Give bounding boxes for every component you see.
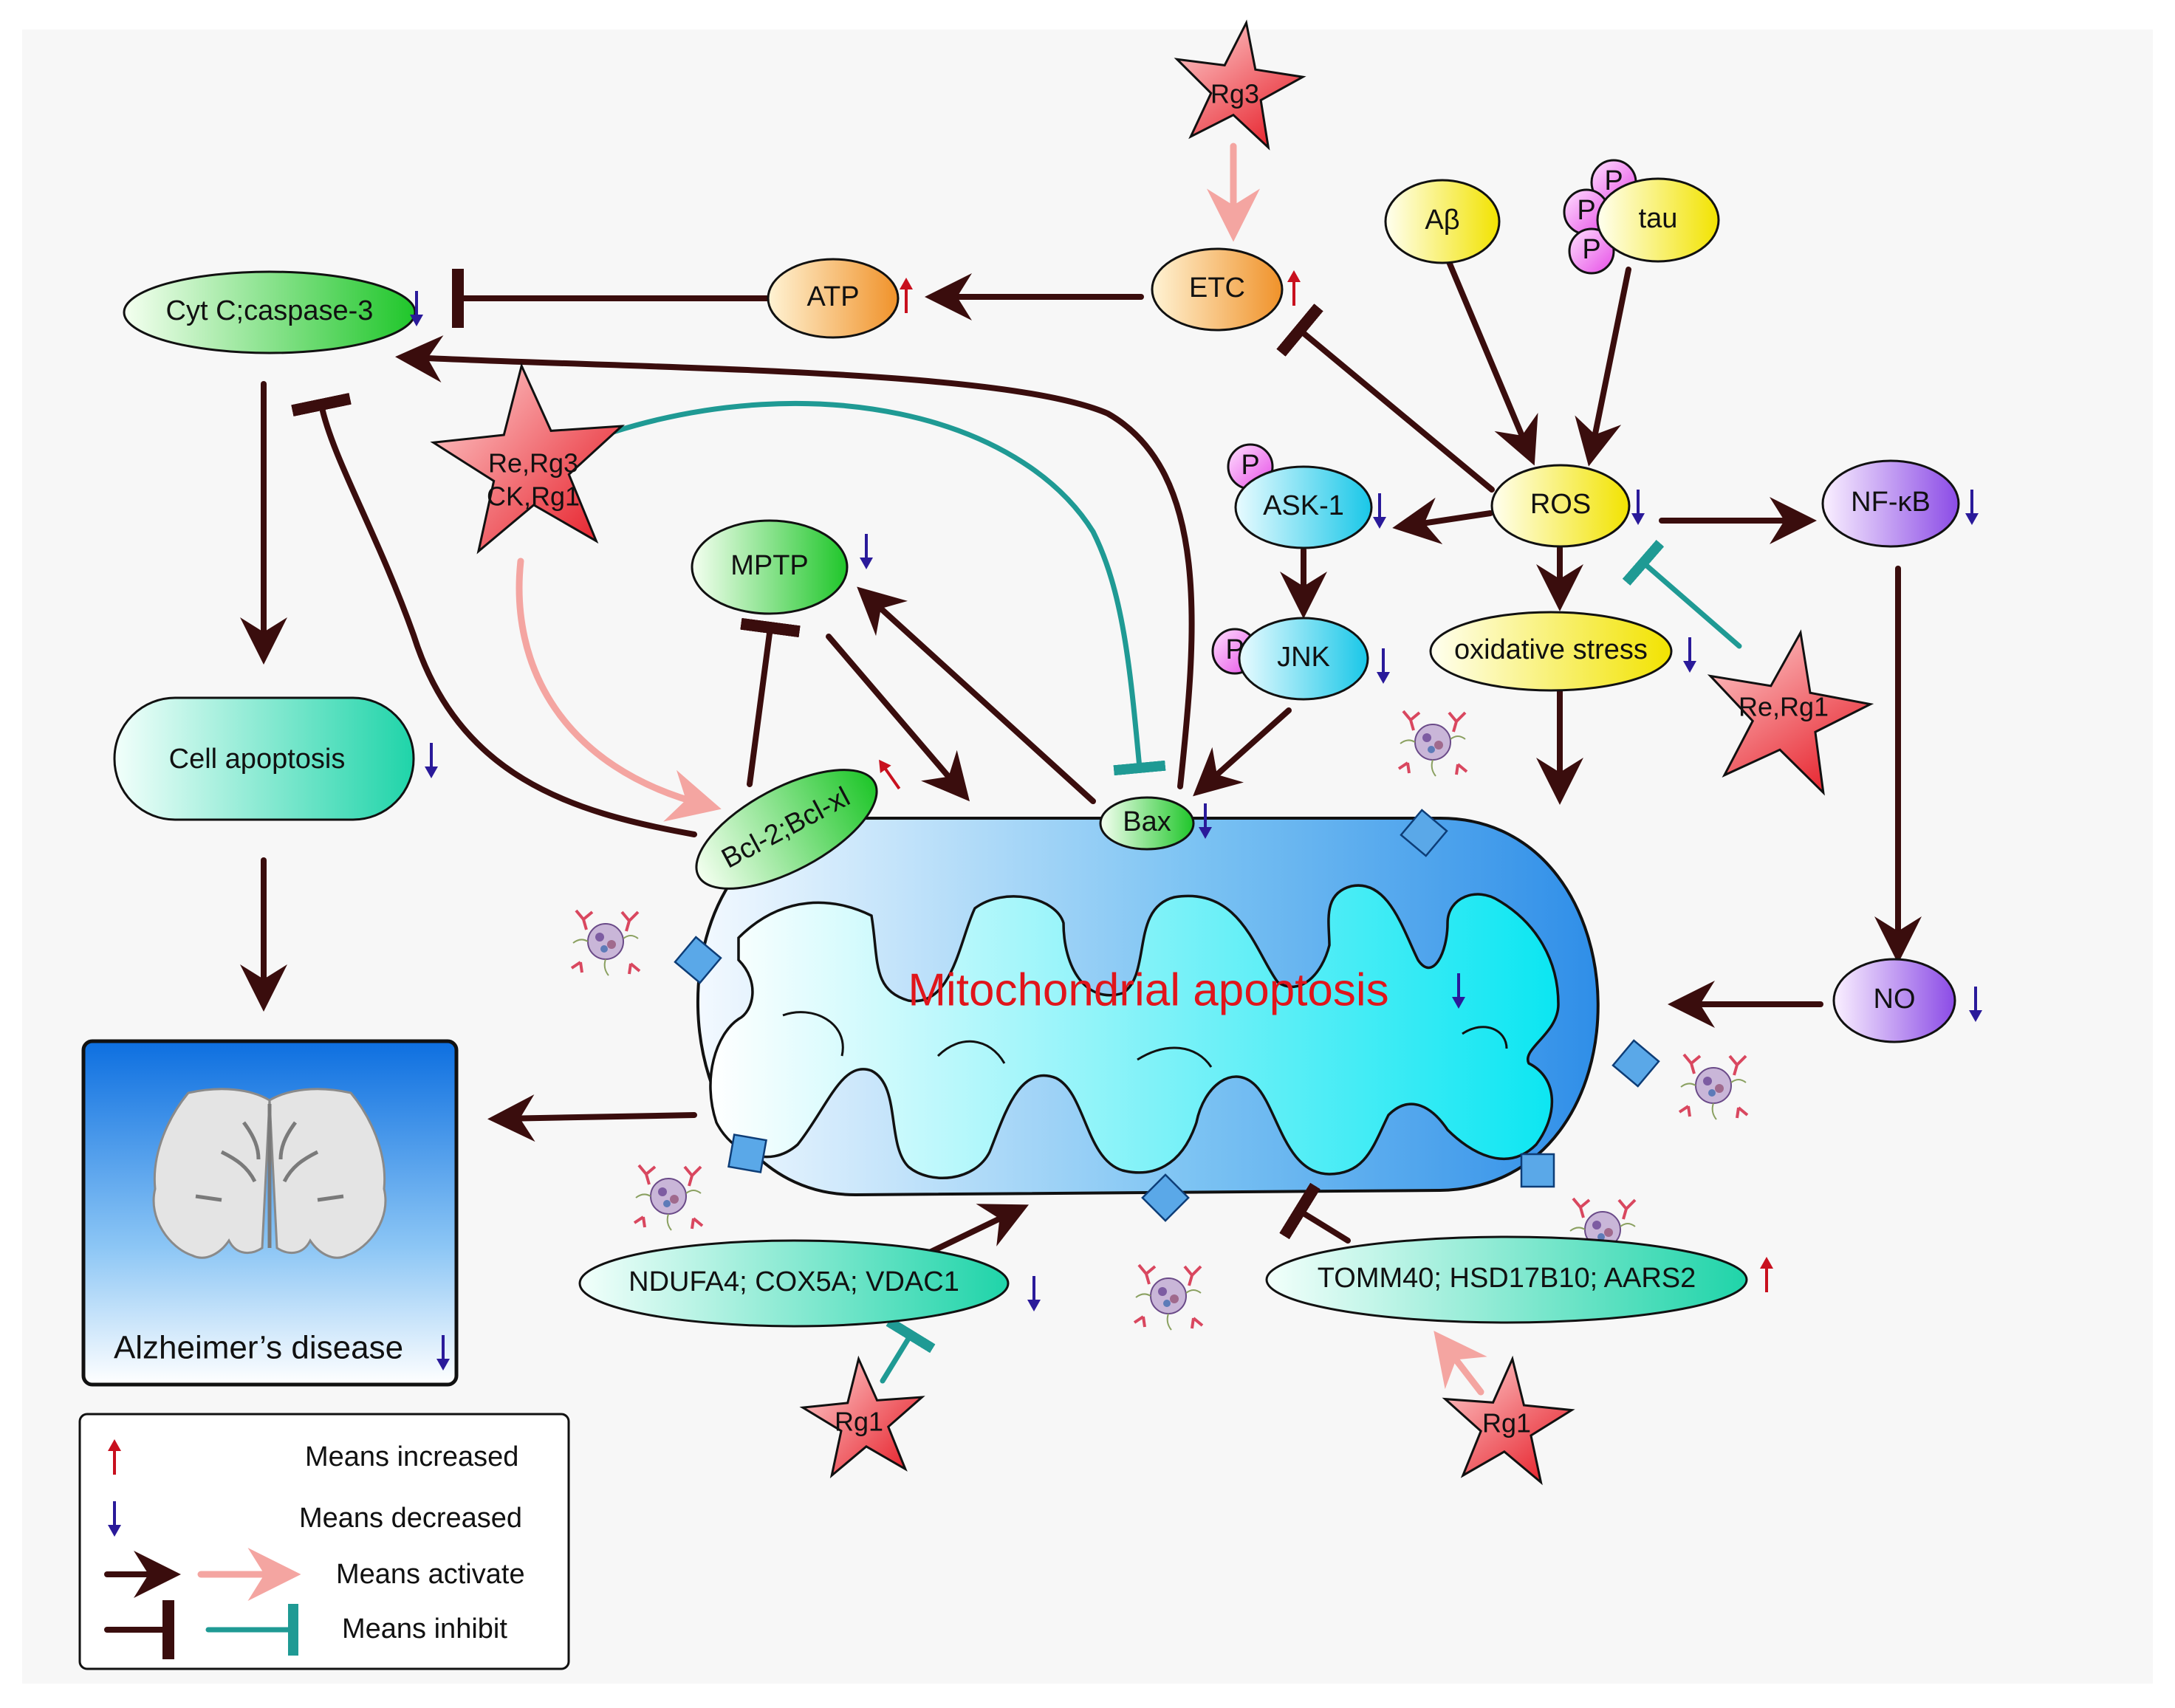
- crista: [782, 1011, 844, 1057]
- etc-label: ETC: [1189, 272, 1245, 303]
- jnk-node: P JNK: [1211, 617, 1369, 701]
- ginsenoside-stars: Rg3 Re,Rg3 CK,Rg1 Re,Rg1 Rg1 Rg1: [430, 19, 1874, 1486]
- connections: [240, 143, 1922, 1396]
- rg1-right-star: [1442, 1355, 1575, 1486]
- ndufa4-cox5a-vdac1-node: NDUFA4; COX5A; VDAC1: [578, 1239, 1010, 1328]
- cell-apoptosis-label: Cell apoptosis: [169, 744, 346, 775]
- cytc-label: Cyt C;caspase-3: [166, 295, 374, 326]
- re-rg1-star-label: Re,Rg1: [1739, 692, 1829, 722]
- mito-to-ad-arrow: [487, 1094, 697, 1142]
- phospho-label: P: [1241, 450, 1259, 481]
- tau-to-ros-arrow: [1575, 267, 1631, 467]
- ask1-label: ASK-1: [1263, 490, 1344, 521]
- abeta-label: Aβ: [1425, 205, 1459, 236]
- nfkb-node: NF-κB: [1821, 459, 1960, 548]
- re-rg1-inhibits-ros: [1622, 539, 1742, 649]
- rg1-inhibits-ndufa4: [880, 1317, 936, 1384]
- no-label: NO: [1874, 984, 1916, 1015]
- tau-node: P P P tau: [1563, 159, 1720, 275]
- legend-increased-label: Means increased: [305, 1441, 518, 1472]
- crista: [1137, 1046, 1213, 1068]
- tomm40-inhibits-mito: [1279, 1182, 1351, 1244]
- alzheimers-disease-box: Alzheimer’s disease: [81, 1039, 459, 1387]
- ndufa4-label: NDUFA4; COX5A; VDAC1: [628, 1266, 959, 1297]
- membrane-protein-icon: [727, 1133, 767, 1173]
- bcl2-inhibits-cytc: [291, 392, 697, 837]
- ros-label: ROS: [1530, 489, 1591, 520]
- rg1-activates-tomm40: [1434, 1331, 1487, 1396]
- re-rg3-ck-rg1-activates-bcl2: [516, 558, 722, 822]
- rg3-star: [1174, 19, 1306, 151]
- phospho-label: P: [1582, 234, 1600, 265]
- re-rg3-ck-rg1-star-label-line1: Re,Rg3: [488, 448, 578, 479]
- no-node: NO: [1832, 958, 1956, 1043]
- atp-node: ATP: [767, 258, 900, 339]
- rg1-left-star-label: Rg1: [835, 1407, 883, 1437]
- crista: [1462, 1026, 1508, 1049]
- ros-inhibits-etc: [1276, 303, 1495, 493]
- bcl2-inhibits-mptp: [740, 617, 801, 787]
- mptp-to-mito-arrow: [826, 634, 970, 802]
- legend: Means increased Means decreased Means ac…: [78, 1413, 570, 1670]
- bax-label: Bax: [1123, 806, 1171, 837]
- oxidative-stress-label: oxidative stress: [1454, 634, 1648, 665]
- re-rg1-star: [1707, 629, 1874, 796]
- alzheimers-disease-label: Alzheimer’s disease: [114, 1330, 403, 1366]
- legend-box: [78, 1413, 570, 1670]
- nfkb-label: NF-κB: [1851, 487, 1931, 518]
- rg1-right-star-label: Rg1: [1482, 1408, 1531, 1438]
- rg3-star-label: Rg3: [1210, 79, 1259, 109]
- jnk-to-bax-arrow: [1193, 707, 1292, 797]
- bax-to-cytc-arrow: [395, 335, 1195, 789]
- brain-section-icon: [152, 1088, 387, 1259]
- membrane-protein-icon: [1520, 1153, 1555, 1188]
- mptp-label: MPTP: [730, 550, 809, 581]
- bax-to-mptp-arrow: [857, 586, 1096, 804]
- etc-node: ETC: [1151, 247, 1284, 332]
- legend-decreased-label: Means decreased: [299, 1503, 522, 1534]
- cell-apoptosis-node: Cell apoptosis: [113, 696, 415, 821]
- re-rg3-ck-rg1-inhibits-bax: [610, 400, 1166, 776]
- legend-activate-label: Means activate: [336, 1559, 525, 1590]
- re-rg3-ck-rg1-star: [430, 363, 626, 555]
- atp-label: ATP: [806, 281, 859, 312]
- ros-node: ROS: [1490, 464, 1631, 548]
- bax-node: Bax: [1099, 796, 1195, 851]
- mitochondrion-inner-membrane: [709, 884, 1560, 1180]
- mptp-node: MPTP: [691, 519, 849, 615]
- jnk-label: JNK: [1277, 642, 1330, 673]
- legend-inhibit-label: Means inhibit: [342, 1613, 507, 1644]
- crista: [936, 1040, 1006, 1064]
- cytc-caspase3-node: Cyt C;caspase-3: [123, 270, 417, 354]
- ask1-node: P ASK-1: [1227, 443, 1373, 549]
- phospho-label: P: [1577, 195, 1595, 226]
- tau-label: tau: [1639, 203, 1678, 234]
- rg1-left-star: [799, 1355, 925, 1479]
- mitochondrial-apoptosis-label: Mitochondrial apoptosis: [908, 964, 1388, 1015]
- ros-to-ask1-arrow: [1392, 497, 1493, 545]
- mitochondrion: Mitochondrial apoptosis: [570, 710, 1749, 1331]
- abeta-node: Aβ: [1384, 179, 1501, 264]
- re-rg3-ck-rg1-star-label-line2: CK,Rg1: [487, 481, 580, 512]
- oxidative-stress-node: oxidative stress: [1429, 611, 1673, 692]
- tomm40-label: TOMM40; HSD17B10; AARS2: [1318, 1263, 1696, 1294]
- abeta-to-ros-arrow: [1445, 255, 1538, 466]
- tomm40-hsd17b10-aars2-node: TOMM40; HSD17B10; AARS2: [1265, 1235, 1748, 1324]
